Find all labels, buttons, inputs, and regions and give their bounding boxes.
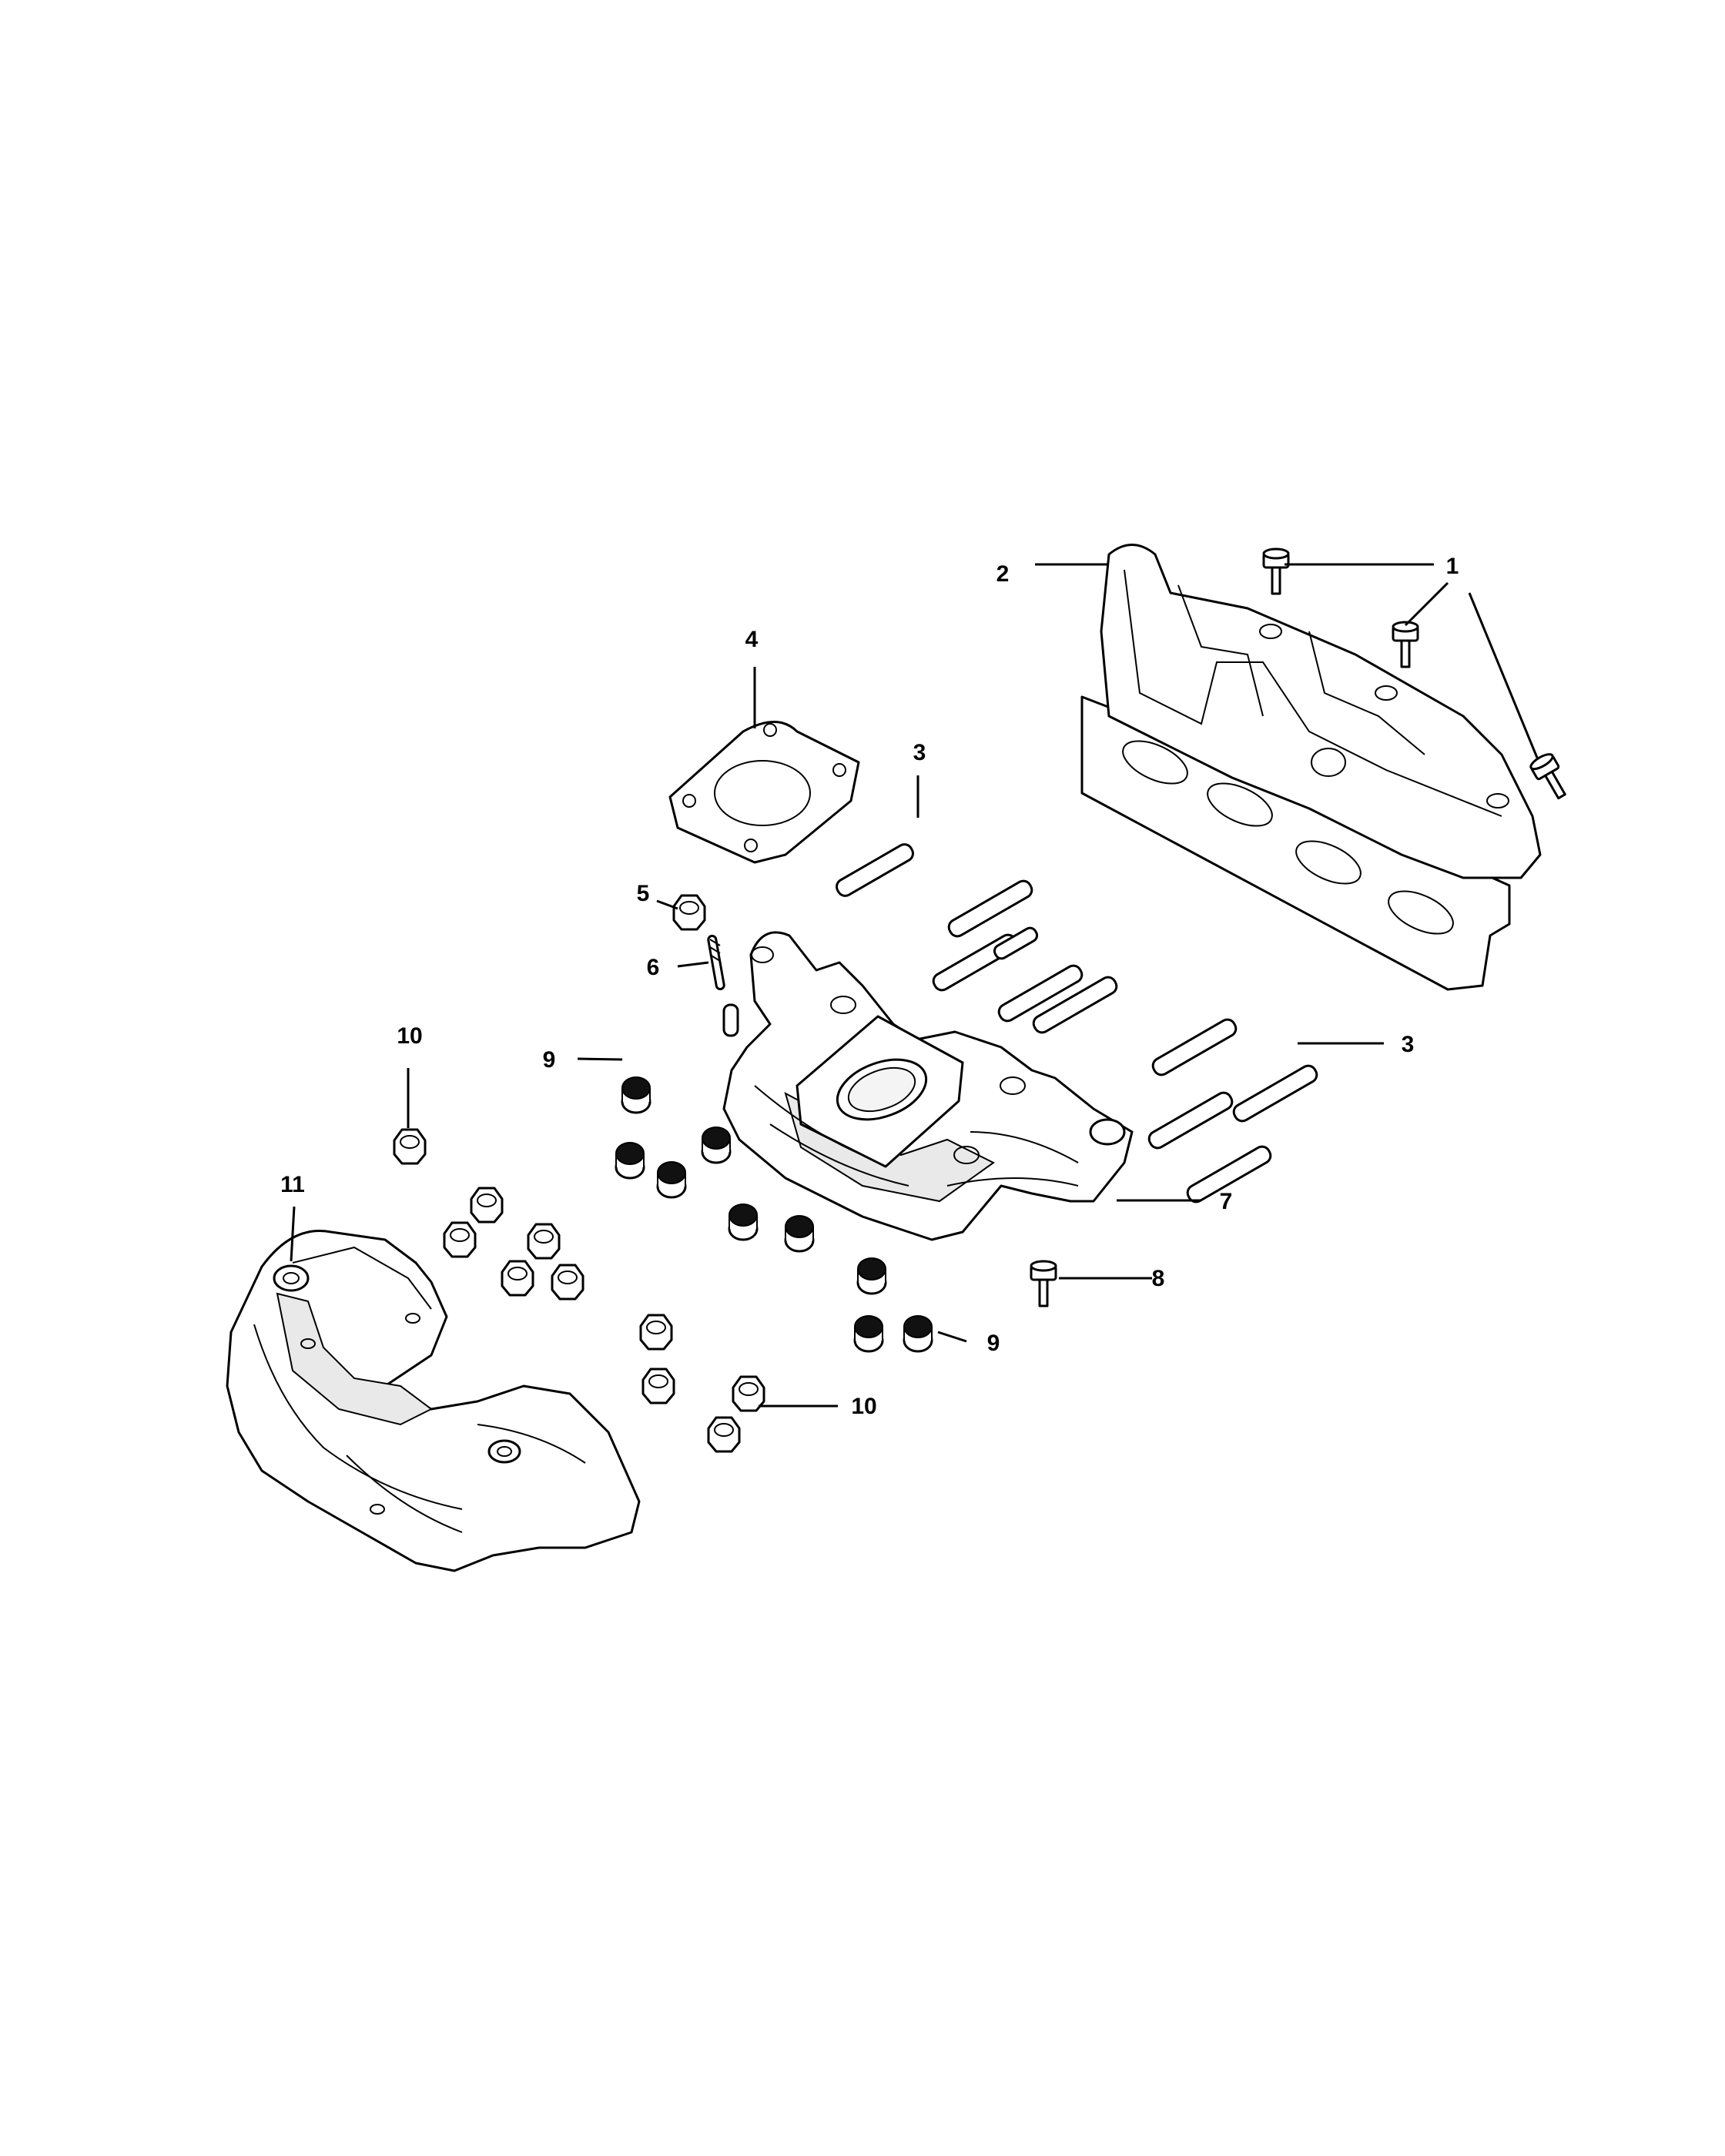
spacer xyxy=(856,1257,887,1295)
stud xyxy=(1151,1018,1238,1076)
nut xyxy=(501,1260,534,1297)
dowel-pin xyxy=(707,934,725,991)
oxygen-port-nut xyxy=(672,894,706,931)
stud xyxy=(1032,976,1118,1034)
outlet-gasket xyxy=(668,721,860,864)
stud xyxy=(836,843,914,897)
callout-3-right: 3 xyxy=(1402,1032,1415,1057)
spacer xyxy=(656,1160,687,1199)
shield-bolt xyxy=(1392,621,1419,668)
callout-1: 1 xyxy=(1446,554,1459,579)
stud xyxy=(1232,1064,1318,1123)
manifold-bolt xyxy=(1030,1260,1057,1307)
callout-7: 7 xyxy=(1220,1189,1233,1214)
spacer xyxy=(903,1314,933,1353)
stud xyxy=(993,926,1039,960)
callout-5: 5 xyxy=(637,881,650,906)
stud xyxy=(1186,1145,1272,1204)
nut xyxy=(527,1223,561,1260)
shield-bolt xyxy=(1262,547,1290,595)
callout-9-left: 9 xyxy=(543,1047,556,1073)
callout-2: 2 xyxy=(996,561,1010,587)
callout-9-right: 9 xyxy=(987,1331,1000,1356)
stud xyxy=(947,879,1033,938)
callout-labels: 1 2 3 3 4 5 6 7 8 9 9 10 10 11 xyxy=(280,554,1459,1419)
lower-heat-shield xyxy=(226,1230,641,1572)
callout-10-top: 10 xyxy=(397,1023,422,1049)
callout-4: 4 xyxy=(745,627,759,652)
callout-3-top: 3 xyxy=(913,740,926,765)
spacer xyxy=(701,1126,732,1164)
shield-bolt xyxy=(1527,750,1574,804)
callout-10-bottom: 10 xyxy=(851,1394,876,1419)
exhaust-manifold xyxy=(722,931,1134,1241)
nut xyxy=(707,1416,741,1453)
nut xyxy=(639,1314,673,1351)
nut xyxy=(470,1187,504,1224)
stud xyxy=(1147,1091,1234,1150)
spacer xyxy=(621,1076,651,1114)
callout-11: 11 xyxy=(280,1172,305,1197)
callout-8: 8 xyxy=(1152,1266,1165,1291)
nut xyxy=(443,1221,477,1258)
stud xyxy=(997,964,1084,1023)
spacer xyxy=(615,1141,645,1180)
nut xyxy=(551,1264,584,1301)
spacer xyxy=(728,1203,759,1241)
nut xyxy=(641,1368,675,1404)
spacer xyxy=(853,1314,884,1353)
stud-set xyxy=(836,843,1318,1204)
leader-lines xyxy=(290,563,1539,1408)
callout-6: 6 xyxy=(647,955,660,980)
spacer xyxy=(784,1214,815,1253)
upper-heat-shield xyxy=(1100,544,1542,879)
nut xyxy=(393,1128,427,1165)
